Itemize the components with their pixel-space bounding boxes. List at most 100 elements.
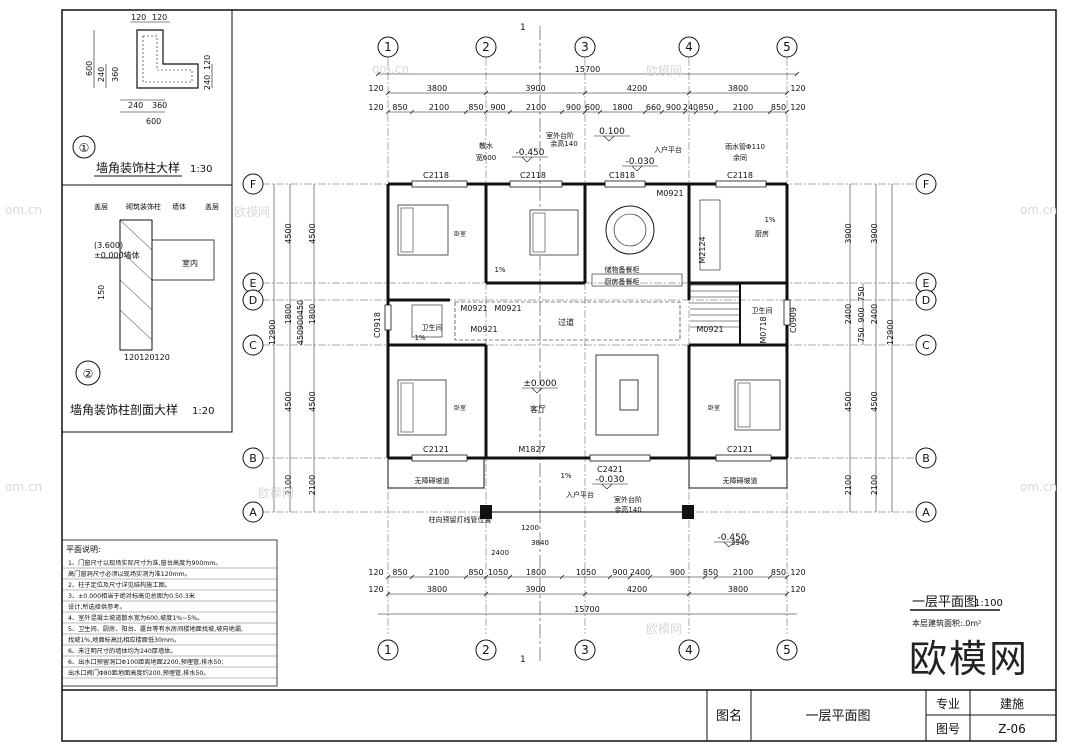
dimension-text: 900 (857, 307, 866, 322)
elevation-label: -0.030 (625, 157, 654, 167)
svg-text:240: 240 (203, 75, 212, 90)
detail2-drawing: 盖层 砌筑装饰柱 墙体 盖层 (3.600) ±0.000墙体 室内 150 1… (94, 202, 219, 362)
annotation: 入户平台 (566, 490, 594, 499)
plan-labels: 11客厅餐厅厨房过道卧室卧室卧室卧室卫生间卫生间C2118C2118C1818C… (373, 23, 798, 665)
window (589, 454, 651, 462)
dimension-text: 2400 (630, 568, 650, 577)
dimension-text: 3900 (525, 84, 545, 93)
dimensions: 15700 3800 3900 4200 3800 120 120 850 2100 850 900… (268, 65, 895, 615)
dimension-text: 850 (771, 103, 786, 112)
axis-bubble (776, 36, 798, 58)
opening-label: C2421 (597, 465, 623, 474)
dimension-text: 2100 (526, 103, 546, 112)
dimension-text: 750 (857, 286, 866, 301)
axis-bubble (242, 501, 264, 523)
dimension-text: 1800 (526, 568, 546, 577)
dining-table-inner (613, 213, 647, 247)
svg-text:600: 600 (146, 117, 161, 126)
dimension-text: 1800 (308, 304, 317, 324)
note-line: 6、未注明尺寸的墙体均为240厚墙体。 (68, 647, 177, 655)
dimension-text: 900 (566, 103, 581, 112)
elevation-label: ±0.000 (523, 379, 557, 389)
opening-label: C2118 (727, 171, 753, 180)
dimension-text: 2100 (733, 103, 753, 112)
svg-text:砌筑装饰柱: 砌筑装饰柱 (126, 202, 161, 211)
axis-label-3: 3 (581, 643, 589, 657)
dimension-text: 3800 (427, 585, 447, 594)
dimension-text: 12900 (886, 320, 895, 345)
elevation-label: -0.450 (717, 533, 746, 543)
notes-heading: 平面说明: (66, 544, 101, 554)
dimension-text: 660 (646, 103, 661, 112)
opening-label: M0921 (494, 304, 521, 313)
room-label: 卧室 (708, 404, 720, 412)
dimension-text: 2100 (733, 568, 753, 577)
dimension-text: 4500 (284, 223, 293, 243)
bed (734, 379, 781, 431)
column (480, 505, 492, 519)
opening-label: C2121 (423, 445, 449, 454)
opening-label: M0921 (460, 304, 487, 313)
svg-text:120: 120 (131, 13, 146, 22)
titleblock-num-label: 图号 (936, 722, 960, 736)
column (682, 505, 694, 519)
detail1-scale: 1:30 (190, 164, 212, 175)
note-line: 设计,所选择供参考。 (68, 603, 126, 611)
annotation: 1% (414, 334, 425, 342)
axis-bubble (475, 36, 497, 58)
section-mark: 1 (520, 655, 526, 665)
notes-panel: 平面说明: 1、门窗尺寸以现场实际尺寸为准,窗台高度为900mm。高门窗洞尺寸必… (61, 539, 278, 687)
dimension-text: 850 (392, 568, 407, 577)
dimension-text: 2100 (844, 475, 853, 495)
detail1-title: 墙角装饰柱大样 (96, 160, 180, 175)
floor-area-note: 本层建筑面积:.0m² (912, 618, 981, 628)
elevation-symbol (522, 387, 558, 394)
axis-bubble (377, 36, 399, 58)
pillow (400, 382, 414, 433)
axis-label-F: F (250, 178, 256, 191)
axis-bubble (475, 639, 497, 661)
opening-label: C2118 (520, 171, 546, 180)
room-label: 客厅 (530, 404, 546, 414)
axis-label-5: 5 (783, 40, 791, 54)
dimension-text: 850 (771, 568, 786, 577)
dimension-text: 120 (790, 103, 805, 112)
annotation: 余高140 (614, 505, 641, 514)
room-label: 卫生间 (752, 306, 773, 315)
dimension-text: 1050 (488, 568, 508, 577)
svg-text:150: 150 (97, 285, 106, 300)
note-line: 3、±0.000相当于绝对标高见总图为0.50.3米 (68, 592, 195, 600)
svg-text:600: 600 (85, 61, 94, 76)
dimension-text: 15700 (574, 605, 599, 614)
svg-text:240: 240 (128, 101, 143, 110)
dimension-text: 3800 (728, 84, 748, 93)
axis-label-D: D (249, 294, 257, 307)
opening-label: C1818 (609, 171, 635, 180)
note-line: 4、室外混凝土坡道散水宽为600,坡度1%~5%。 (68, 614, 203, 622)
axis-label-C: C (922, 339, 930, 352)
detail2-title: 墙角装饰柱剖面大样 (70, 402, 178, 417)
dimension-text: 850 (698, 103, 713, 112)
opening-label: M0921 (656, 189, 683, 198)
window (715, 180, 767, 188)
dimension-text: 900 (490, 103, 505, 112)
titleblock-num-value: Z-06 (998, 722, 1026, 736)
detail2-scale: 1:20 (192, 406, 214, 417)
dimension-text: 900 (670, 568, 685, 577)
axis-bubble (242, 334, 264, 356)
dimension-text: 120 (368, 84, 383, 93)
window (715, 454, 772, 462)
axis-label-C: C (249, 339, 257, 352)
annotation: 余高140 (550, 139, 577, 148)
elevation-symbol (594, 135, 630, 142)
titleblock-name-label: 图名 (716, 708, 742, 724)
dining-table (605, 205, 655, 255)
axis-bubble (915, 334, 937, 356)
walls (384, 26, 791, 664)
dimension-text: 240 (683, 103, 698, 112)
axis-bubble (915, 501, 937, 523)
dimension-text: 120 (790, 84, 805, 93)
dimension-text: 4200 (627, 84, 647, 93)
elevation-label: -0.030 (595, 475, 624, 485)
elevation-symbol (622, 165, 658, 172)
